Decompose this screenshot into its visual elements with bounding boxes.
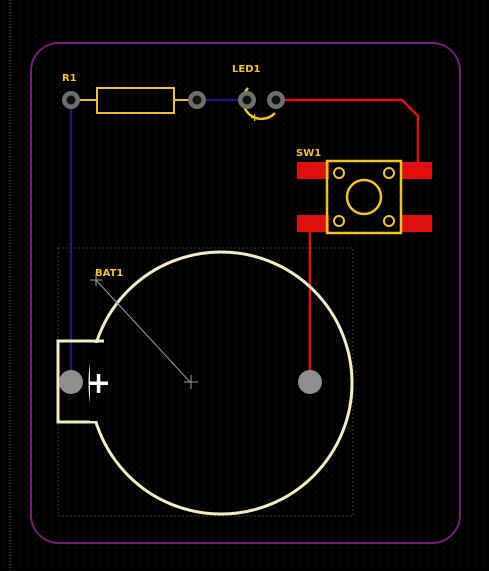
sw1-mount-hole-1 bbox=[333, 167, 345, 179]
sw1-component[interactable]: SW1 bbox=[296, 148, 432, 235]
sw1-pad-1[interactable] bbox=[297, 162, 329, 179]
bat1-pad-negative[interactable] bbox=[298, 370, 322, 394]
r1-pad-1-hole bbox=[66, 95, 76, 105]
sw1-pad-4[interactable] bbox=[400, 215, 432, 232]
r1-component[interactable]: R1 bbox=[62, 73, 206, 114]
led1-polarity-mark: + bbox=[250, 111, 259, 124]
sw1-mount-hole-4 bbox=[383, 215, 395, 227]
sw1-pad-3[interactable] bbox=[297, 215, 329, 232]
led1-pad-1-hole bbox=[242, 95, 252, 105]
sw1-mount-hole-2 bbox=[383, 167, 395, 179]
bat1-polarity-mark: + bbox=[86, 366, 111, 401]
r1-ref-label: R1 bbox=[62, 73, 77, 84]
sw1-body bbox=[325, 159, 403, 235]
led1-component[interactable]: LED1 + bbox=[232, 64, 285, 124]
bat1-pad-positive[interactable] bbox=[59, 370, 83, 394]
sw1-mount-hole-3 bbox=[333, 215, 345, 227]
board-outline[interactable] bbox=[30, 42, 461, 544]
bat1-holder-tab bbox=[56, 339, 104, 424]
led1-ref-label: LED1 bbox=[232, 64, 261, 75]
bat1-ref-label: BAT1 bbox=[95, 268, 123, 279]
r1-pad-2-hole bbox=[192, 95, 202, 105]
sw1-ref-label: SW1 bbox=[296, 148, 321, 159]
bat1-component[interactable]: BAT1 + bbox=[56, 250, 354, 516]
bat1-tab-mask bbox=[90, 343, 104, 421]
led1-pad-2-hole bbox=[271, 95, 281, 105]
sw1-pad-2[interactable] bbox=[400, 162, 432, 179]
trace-top-led1-sw1[interactable] bbox=[276, 98, 420, 170]
bat1-assembly-diagonal bbox=[95, 279, 191, 383]
sw1-actuator bbox=[345, 178, 383, 216]
